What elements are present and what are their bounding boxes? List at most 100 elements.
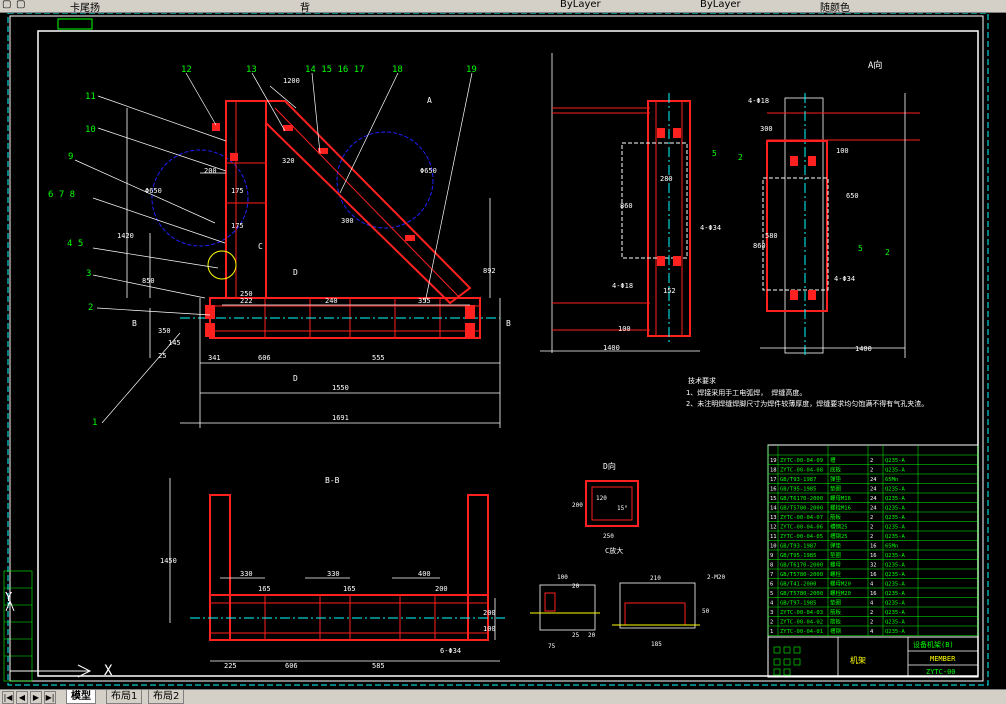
dim-25: 25 <box>158 352 166 360</box>
cdet-dim-50: 50 <box>702 608 710 615</box>
open-icon[interactable]: ▢ <box>2 0 12 10</box>
bom-cell-mat: Q235-A <box>885 610 906 616</box>
dim-350: 350 <box>158 327 171 335</box>
bolt-right-1 <box>465 305 475 319</box>
a-dim-1400: 1400 <box>855 345 872 353</box>
c-detail-title: C放大 <box>605 546 623 555</box>
bom-cell-no: 6 <box>770 582 773 588</box>
left-ruler <box>3 570 33 682</box>
bom-cell-no: 3 <box>770 610 773 616</box>
bom-cell-mat: 65Mn <box>885 477 898 483</box>
dim-175a: 175 <box>231 187 244 195</box>
bom-cell-name: 筋板 <box>830 618 842 626</box>
cdet-dim-2m20: 2-M20 <box>707 574 725 581</box>
dim-1420: 1420 <box>117 232 134 240</box>
bom-cell-mat: Q235-A <box>885 496 906 502</box>
c-details: 100 20 75 25 20 210 2-M20 185 50 <box>530 574 725 650</box>
a-dim-860: 860 <box>753 242 766 250</box>
bom-cell-no: 8 <box>770 563 773 569</box>
bom-cell-name: 螺母 <box>830 561 842 569</box>
cad-drawing[interactable]: 1200 200 175 175 1420 850 250 350 145 25… <box>0 12 1006 689</box>
section-b-left: B <box>132 319 137 328</box>
bom-cell-code: ZYTC-00-04-09 <box>780 458 823 464</box>
bom-cell-code: GB/T5780-2000 <box>780 591 823 597</box>
balloon-6-7-8: 6 7 8 <box>48 190 75 200</box>
bom-cell-mat: 65Mn <box>885 544 898 550</box>
tab-layout2[interactable]: 布局2 <box>148 690 185 704</box>
next-tab-icon[interactable]: ▶ <box>30 691 42 704</box>
dim-1200: 1200 <box>283 77 300 85</box>
bom-cell-code: GB/T6170-2000 <box>780 496 823 502</box>
bom-cell-no: 4 <box>770 601 774 607</box>
bom-cell-qty: 2 <box>870 515 873 521</box>
bom-cell-code: GB/T5780-2000 <box>780 572 823 578</box>
bom-cell-mat: Q235-A <box>885 591 906 597</box>
prev-tab-icon[interactable]: ◀ <box>16 691 28 704</box>
bom-cell-no: 13 <box>770 515 777 521</box>
bom-cell-name: 垫圈 <box>830 551 842 559</box>
bom-cell-no: 16 <box>770 487 777 493</box>
bom-cell-qty: 16 <box>870 553 877 559</box>
bom-cell-name: 螺母M20 <box>830 580 851 588</box>
bom-cell-name: 筋板 <box>830 608 842 616</box>
section-bb: B-B 1450 330 165 330 165 400 200 2 <box>160 476 505 670</box>
bom-cell-name: 螺栓 <box>830 570 842 578</box>
bom-cell-name: 螺栓M16 <box>830 504 851 512</box>
toolbar-left-label: 卡尾扬 <box>70 3 100 14</box>
tab-layout1[interactable]: 布局1 <box>106 690 143 704</box>
tab-model[interactable]: 模型 <box>66 690 96 704</box>
bom-cell-no: 1 <box>770 629 773 635</box>
side-dim-152: 152 <box>663 287 676 295</box>
bb-dim-200: 200 <box>435 585 448 593</box>
bom-cell-code: ZYTC-00-04-06 <box>780 525 823 531</box>
bom-cell-name: 底板 <box>830 466 842 474</box>
bolt-12 <box>212 123 220 131</box>
bom-cell-no: 9 <box>770 553 773 559</box>
bom-cell-qty: 16 <box>870 544 877 550</box>
diagonal-brace <box>265 100 472 305</box>
brace-inner-line <box>274 107 459 297</box>
bb-dim-400: 400 <box>418 570 431 578</box>
sheet-corner-stamp <box>57 18 93 30</box>
bom-cell-no: 19 <box>770 458 777 464</box>
bom-cell-mat: Q235-A <box>885 582 906 588</box>
lineweight-select[interactable]: ByLayer <box>700 0 741 10</box>
bom-cell-code: ZYTC-00-04-07 <box>780 515 823 521</box>
bom-cell-no: 14 <box>770 506 777 512</box>
side-view: 280 860 4-Φ34 4-Φ18 152 100 1400 5 2 <box>540 53 743 353</box>
drawing-canvas[interactable]: 1200 200 175 175 1420 850 250 350 145 25… <box>0 12 1006 689</box>
bom-cell-mat: Q235-A <box>885 553 906 559</box>
dim-175b: 175 <box>231 222 244 230</box>
bom-cell-qty: 4 <box>870 582 874 588</box>
bom-cell-name: 筋板 <box>830 513 842 521</box>
save-icon[interactable]: ▢ <box>16 0 26 10</box>
bom-cell-mat: Q235-A <box>885 468 906 474</box>
a-dim-100: 100 <box>836 147 849 155</box>
bb-dim-1450: 1450 <box>160 557 177 565</box>
bb-dim-6phi34: 6-Φ34 <box>440 647 461 655</box>
linetype-select[interactable]: ByLayer <box>560 0 601 10</box>
bom-cell-mat: Q235-A <box>885 572 906 578</box>
dim-222: 222 <box>240 297 253 305</box>
dim-892: 892 <box>483 267 496 275</box>
bom-cell-mat: Q235-A <box>885 534 906 540</box>
notes-line-1: 1、焊接采用手工电弧焊， 焊缝高度。 <box>686 388 806 397</box>
bb-dim-100r: 100 <box>483 625 496 633</box>
a-view-title: A向 <box>868 59 882 71</box>
bom-cell-mat: Q235-A <box>885 629 906 635</box>
bom-cell-mat: Q235-A <box>885 620 906 626</box>
last-tab-icon[interactable]: ▶| <box>44 691 56 704</box>
ucs-y-label: Y <box>5 590 13 604</box>
notes-title: 技术要求 <box>688 376 716 385</box>
dim-145: 145 <box>168 339 181 347</box>
color-select[interactable]: 随颜色 <box>820 3 850 14</box>
bolt-11 <box>230 153 238 161</box>
dim-250a: 250 <box>240 290 253 298</box>
cdet-dim-20: 20 <box>572 583 580 590</box>
side-dim-1400: 1400 <box>603 344 620 352</box>
toolbar-mid-label: 背 <box>300 3 310 14</box>
first-tab-icon[interactable]: |◀ <box>2 691 14 704</box>
bom-cell-code: GB/T5780-2000 <box>780 506 823 512</box>
a-balloon-5: 5 <box>858 244 863 253</box>
bom-cell-qty: 2 <box>870 525 873 531</box>
